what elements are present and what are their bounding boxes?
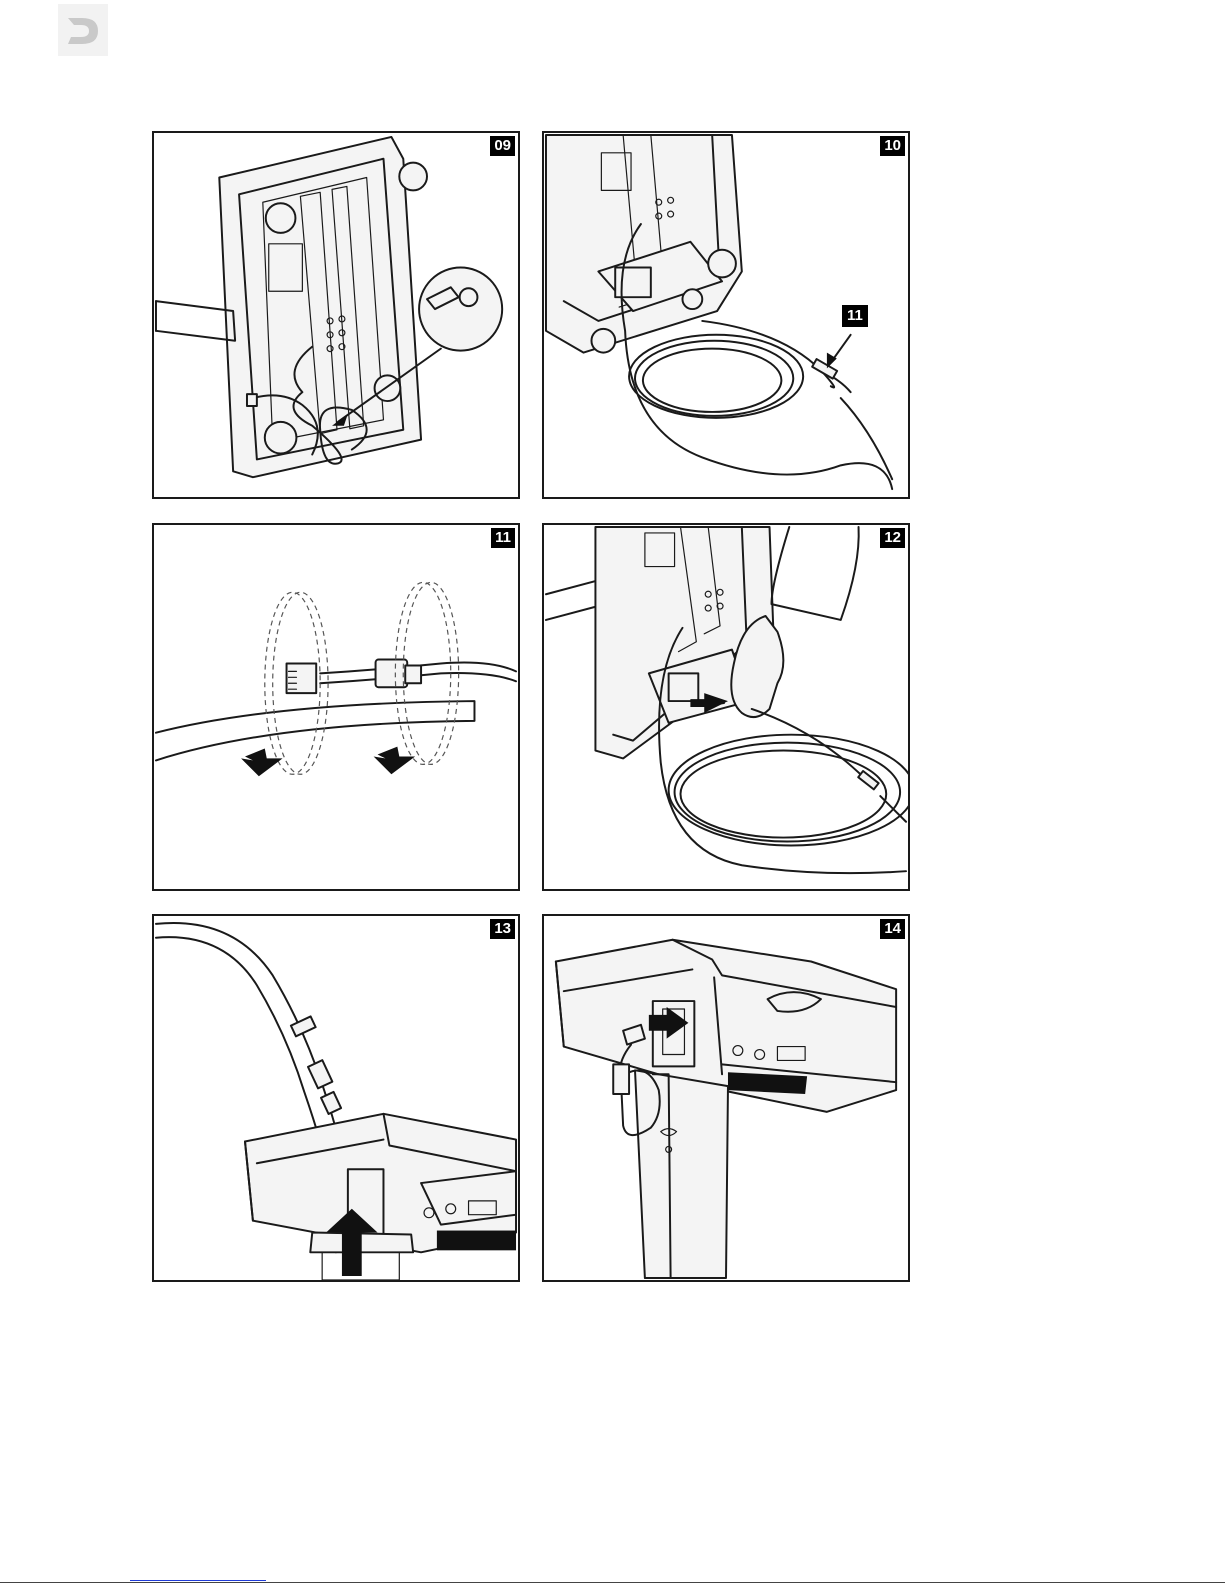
display-back-cable-cut-icon bbox=[154, 133, 518, 497]
step-number: 12 bbox=[880, 528, 905, 548]
step-panel-09: 09 bbox=[152, 131, 520, 499]
step-panel-13: 13 bbox=[152, 914, 520, 1282]
brand-logo-icon bbox=[58, 4, 108, 56]
step-number: 11 bbox=[491, 528, 515, 548]
step-number: 14 bbox=[880, 919, 905, 939]
step-panel-10: 10 11 bbox=[542, 131, 910, 499]
step-number: 09 bbox=[490, 136, 515, 156]
step-panel-11: 11 bbox=[152, 523, 520, 891]
step-panel-12: 12 bbox=[542, 523, 910, 891]
callout-step-reference: 11 bbox=[842, 305, 868, 327]
connector-separate-icon bbox=[154, 525, 518, 889]
cable-plug-in-icon bbox=[544, 525, 908, 889]
step-number: 10 bbox=[880, 136, 905, 156]
cable-route-up-icon bbox=[154, 916, 518, 1280]
footer-link-underline[interactable] bbox=[130, 1580, 266, 1581]
step-number: 13 bbox=[490, 919, 515, 939]
connector-insert-icon bbox=[544, 916, 908, 1280]
page-bottom-rule bbox=[0, 1582, 1225, 1583]
step-panel-14: 14 bbox=[542, 914, 910, 1282]
